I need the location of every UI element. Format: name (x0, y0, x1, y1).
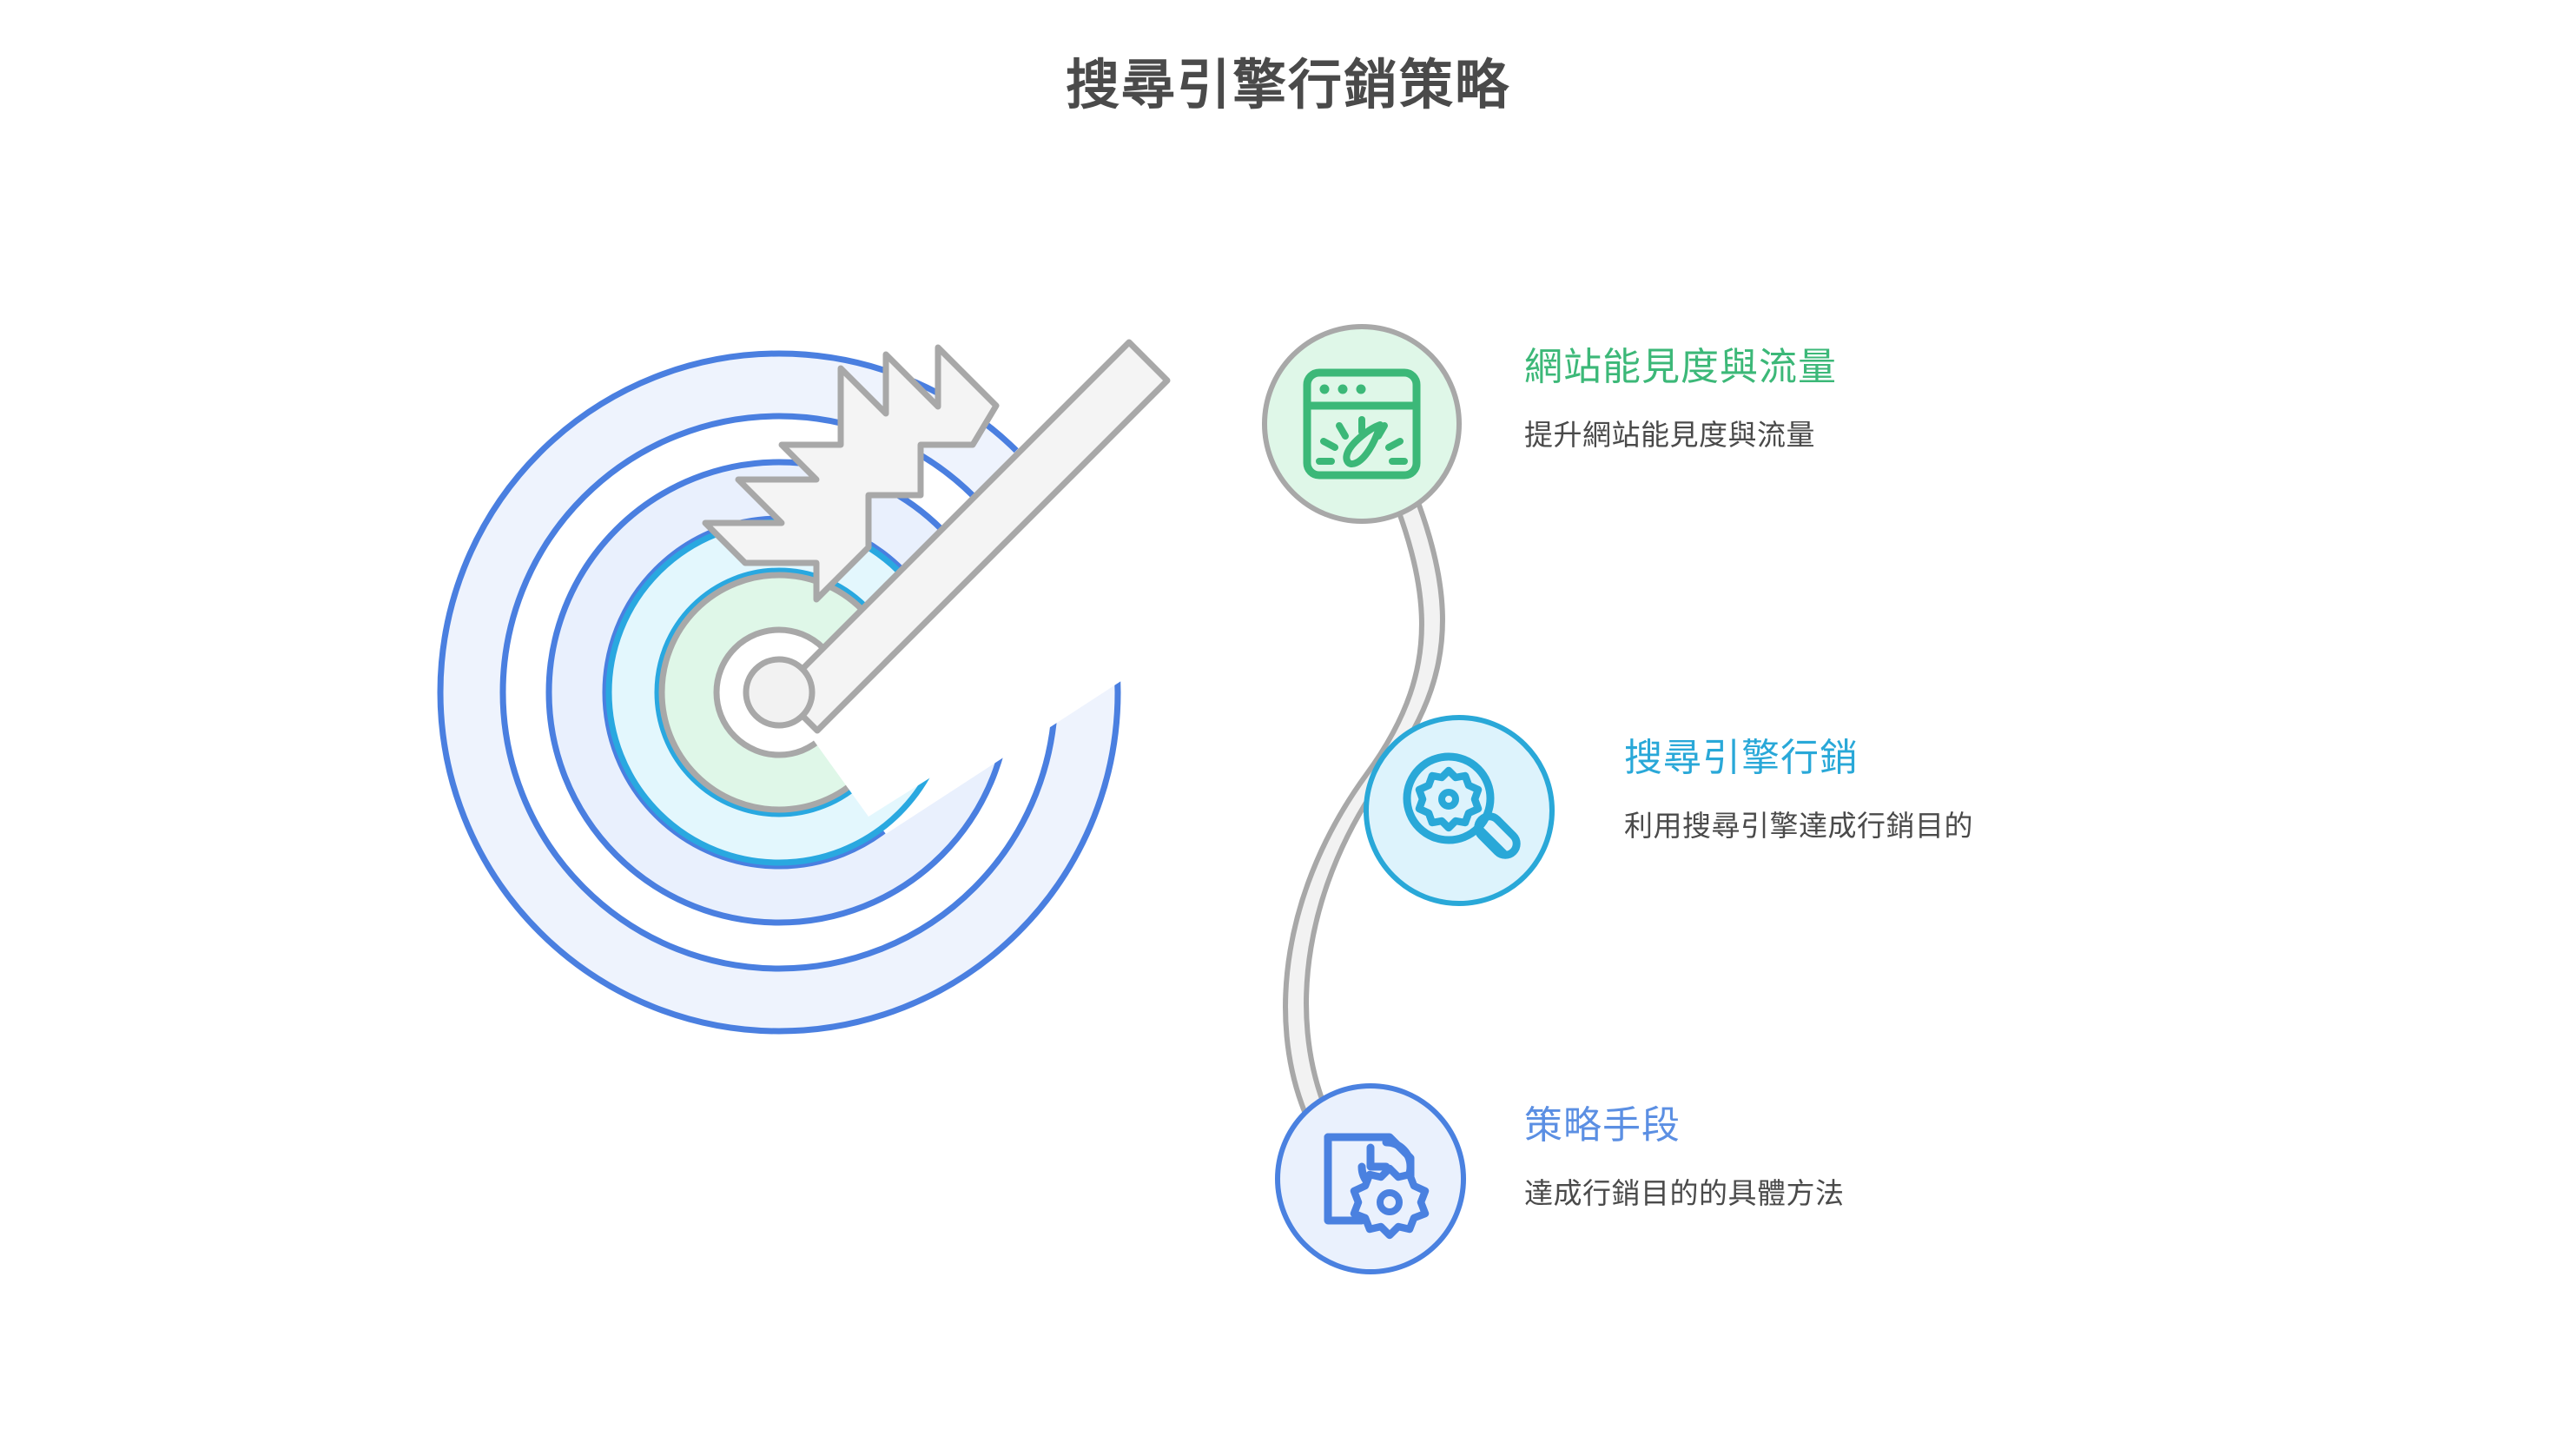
node-1-text-block: 網站能見度與流量 提升網站能見度與流量 (1524, 343, 1837, 455)
node-3-description: 達成行銷目的的具體方法 (1524, 1177, 1845, 1209)
target-ring-outer (437, 350, 1121, 1035)
target-ring-second (545, 459, 1013, 926)
node-website-visibility[interactable] (1262, 324, 1462, 524)
node-1-description: 提升網站能見度與流量 (1524, 419, 1815, 451)
browser-speedometer-icon (1303, 368, 1421, 480)
node-2-circle (1364, 715, 1555, 906)
page-title: 搜尋引擎行銷策略 (1065, 56, 1510, 116)
node-2-text-block: 搜尋引擎行銷 利用搜尋引擎達成行銷目的 (1624, 734, 1973, 846)
arrow-icon (702, 339, 1171, 734)
node-strategy-methods[interactable] (1275, 1083, 1466, 1274)
node-1-title: 網站能見度與流量 (1524, 346, 1837, 388)
node-3-title: 策略手段 (1524, 1104, 1681, 1147)
node-2-title: 搜尋引擎行銷 (1624, 737, 1859, 779)
node-2-description: 利用搜尋引擎達成行銷目的 (1624, 810, 1973, 842)
magnifier-gear-icon (1403, 752, 1521, 859)
document-clock-gear-icon (1324, 1133, 1430, 1240)
target-with-arrow-graphic (437, 339, 1171, 1035)
target-ring-third (605, 519, 953, 866)
node-3-text-block: 策略手段 達成行銷目的的具體方法 (1524, 1102, 1845, 1214)
node-search-engine-marketing[interactable] (1364, 715, 1555, 906)
